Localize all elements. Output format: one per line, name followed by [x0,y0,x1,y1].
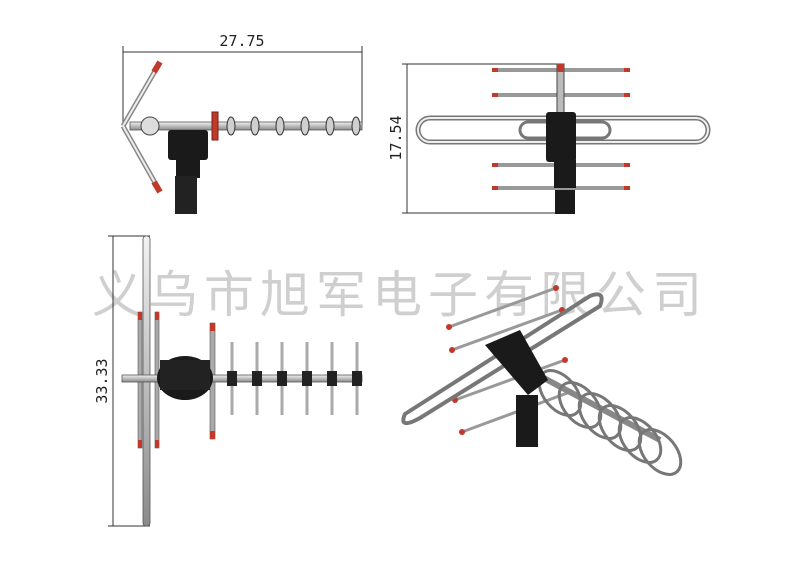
dipole-hub [140,116,160,136]
iso-folded-dipole [401,292,604,426]
company-watermark: 义乌市旭军电子有限公司 [92,266,708,324]
iso-reflector-rods [448,286,571,434]
reflector-tips [492,68,630,190]
height-dimension-right-label: 17.54 [387,115,405,160]
width-dimension-label: 27.75 [219,32,264,50]
front-director-clips [227,371,362,386]
height-dimension-left-label: 33.33 [93,358,111,403]
front-view: 33.33 [93,235,363,527]
height-dimension-right [402,63,560,214]
mast-bracket [168,130,208,214]
isometric-view [401,285,683,476]
director-clips [211,111,361,141]
height-dimension-left [108,235,150,527]
top-view: 27.75 [120,32,363,214]
iso-director-loops [537,369,683,476]
boom [129,121,363,131]
rotor-housing [546,112,576,214]
width-dimension [122,46,363,125]
iso-rotor [485,330,548,447]
side-view: 17.54 [387,63,711,214]
v-reflector [120,60,163,194]
